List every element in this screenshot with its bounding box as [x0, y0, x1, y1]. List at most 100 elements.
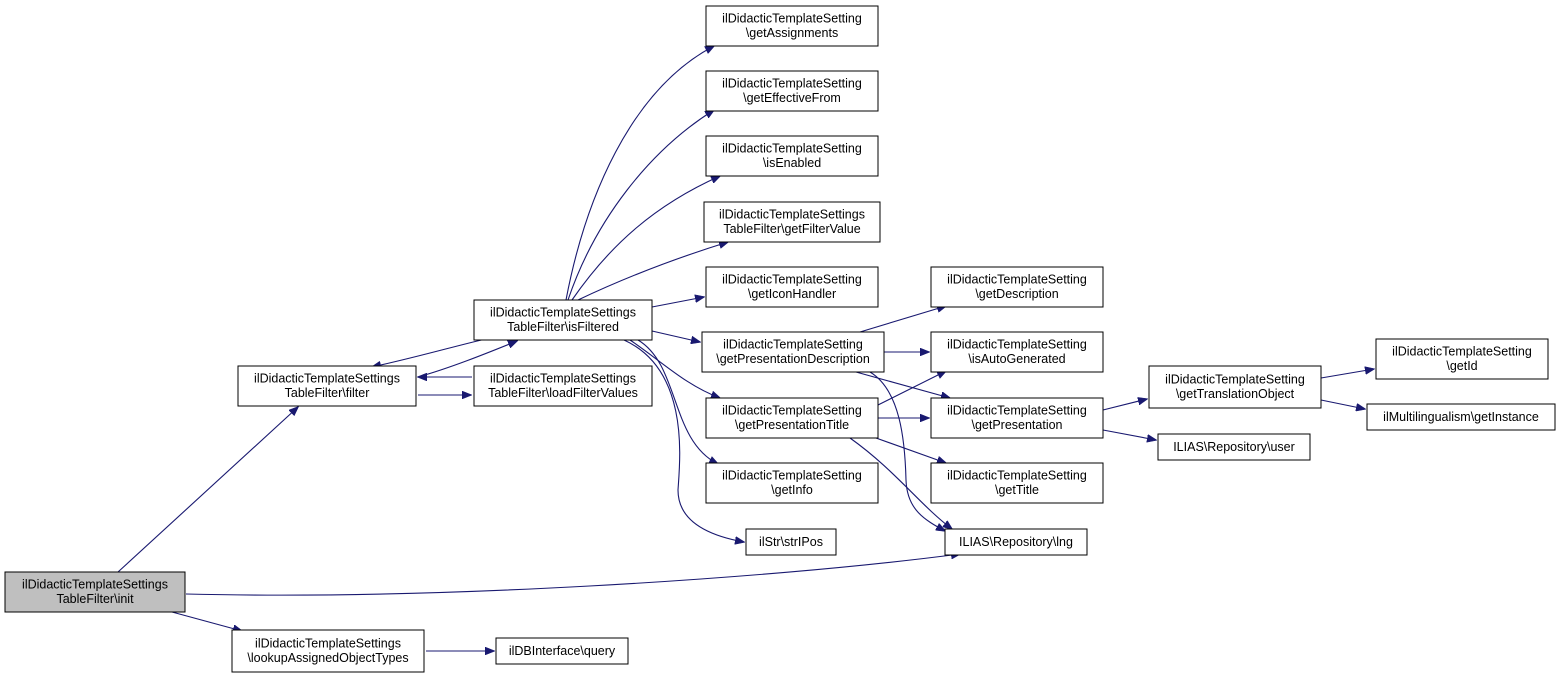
node-box [701, 331, 885, 373]
node-label: ilDidacticTemplateSetting [947, 404, 1087, 418]
node-box [930, 266, 1104, 308]
node-label: \getEffectiveFrom [743, 91, 841, 105]
node-box [237, 365, 417, 407]
node-label: ilDidacticTemplateSettings [490, 306, 636, 320]
node-getTitle[interactable]: ilDidacticTemplateSetting\getTitle [930, 462, 1104, 504]
edge-isFiltered-to-getIconHandler [651, 297, 704, 308]
node-box [1375, 338, 1549, 380]
node-label: ilDidacticTemplateSetting [722, 273, 862, 287]
edge-init-to-lookup [171, 611, 242, 631]
node-label: ilDidacticTemplateSetting [722, 469, 862, 483]
node-label: TableFilter\isFiltered [507, 320, 619, 334]
node-label: ilDidacticTemplateSettings [490, 372, 636, 386]
edge-getPresDesc-to-lng [869, 371, 945, 531]
node-getFilterValue[interactable]: ilDidacticTemplateSettingsTableFilter\ge… [703, 201, 881, 243]
node-label: ilDidacticTemplateSettings [719, 208, 865, 222]
node-layer: ilDidacticTemplateSettingsTableFilter\in… [4, 5, 1556, 673]
node-box [1148, 365, 1322, 409]
node-label: ilDidacticTemplateSetting [723, 338, 863, 352]
node-box [930, 397, 1104, 439]
edge-getTranslationObject-to-getId [1320, 369, 1374, 379]
node-getTranslationObject[interactable]: ilDidacticTemplateSetting\getTranslation… [1148, 365, 1322, 409]
edge-isFiltered-to-strIPos [623, 339, 744, 542]
node-box [944, 528, 1088, 556]
node-label: TableFilter\loadFilterValues [488, 386, 638, 400]
node-label: \getPresentation [971, 418, 1062, 432]
node-label: TableFilter\getFilterValue [723, 222, 860, 236]
node-filter[interactable]: ilDidacticTemplateSettingsTableFilter\fi… [237, 365, 417, 407]
edge-getPresDesc-to-getDescription [859, 306, 946, 333]
node-box [705, 397, 879, 439]
node-label: ilDidacticTemplateSetting [1165, 373, 1305, 387]
node-user[interactable]: ILIAS\Repository\user [1157, 433, 1311, 461]
node-label: ilDidacticTemplateSetting [722, 404, 862, 418]
node-label: ilDBInterface\query [509, 644, 616, 658]
node-box [705, 266, 879, 308]
node-label: ilDidacticTemplateSetting [1392, 345, 1532, 359]
node-strIPos[interactable]: ilStr\strIPos [745, 528, 837, 556]
node-getPresDesc[interactable]: ilDidacticTemplateSetting\getPresentatio… [701, 331, 885, 373]
edge-isFiltered-to-getEffectiveFrom [567, 110, 714, 301]
node-box [473, 299, 653, 341]
node-box [1157, 433, 1311, 461]
node-label: ILIAS\Repository\user [1173, 440, 1295, 454]
node-box [930, 462, 1104, 504]
node-label: ilDidacticTemplateSettings [254, 372, 400, 386]
edge-getTranslationObject-to-getInstance [1320, 399, 1365, 409]
node-box [473, 365, 653, 407]
node-label: \getInfo [771, 483, 813, 497]
node-getAssignments[interactable]: ilDidacticTemplateSetting\getAssignments [705, 5, 879, 47]
node-label: ilDidacticTemplateSettings [255, 637, 401, 651]
node-label: \isEnabled [763, 156, 821, 170]
node-lookup[interactable]: ilDidacticTemplateSettings\lookupAssigne… [231, 629, 425, 673]
node-label: ILIAS\Repository\lng [959, 535, 1073, 549]
node-label: \getAssignments [746, 26, 838, 40]
node-box [4, 571, 186, 613]
node-box [705, 135, 879, 177]
edge-getPresDesc-to-getPresentation [855, 371, 950, 398]
node-getIconHandler[interactable]: ilDidacticTemplateSetting\getIconHandler [705, 266, 879, 308]
node-label: ilStr\strIPos [759, 535, 823, 549]
node-getPresTitle[interactable]: ilDidacticTemplateSetting\getPresentatio… [705, 397, 879, 439]
node-getInfo[interactable]: ilDidacticTemplateSetting\getInfo [705, 462, 879, 504]
node-label: ilDidacticTemplateSetting [722, 12, 862, 26]
node-label: ilDidacticTemplateSetting [722, 142, 862, 156]
edge-isFiltered-to-getInfo [637, 339, 718, 464]
node-lng[interactable]: ILIAS\Repository\lng [944, 528, 1088, 556]
node-getInstance[interactable]: ilMultilingualism\getInstance [1366, 403, 1556, 431]
node-label: ilMultilingualism\getInstance [1383, 410, 1539, 424]
node-label: \lookupAssignedObjectTypes [247, 651, 408, 665]
node-label: \getPresentationTitle [735, 418, 849, 432]
edge-getPresTitle-to-lng [849, 437, 952, 529]
node-label: \getDescription [975, 287, 1058, 301]
node-isEnabled[interactable]: ilDidacticTemplateSetting\isEnabled [705, 135, 879, 177]
node-dbquery[interactable]: ilDBInterface\query [495, 637, 629, 665]
node-label: ilDidacticTemplateSetting [947, 469, 1087, 483]
node-box [705, 5, 879, 47]
node-isFiltered[interactable]: ilDidacticTemplateSettingsTableFilter\is… [473, 299, 653, 341]
node-label: \getId [1446, 359, 1477, 373]
node-init[interactable]: ilDidacticTemplateSettingsTableFilter\in… [4, 571, 186, 613]
node-label: ilDidacticTemplateSetting [722, 77, 862, 91]
node-box [705, 462, 879, 504]
node-label: ilDidacticTemplateSetting [947, 338, 1087, 352]
node-loadFilter[interactable]: ilDidacticTemplateSettingsTableFilter\lo… [473, 365, 653, 407]
node-label: \getIconHandler [748, 287, 836, 301]
node-isAutoGenerated[interactable]: ilDidacticTemplateSetting\isAutoGenerate… [930, 331, 1104, 373]
node-getPresentation[interactable]: ilDidacticTemplateSetting\getPresentatio… [930, 397, 1104, 439]
edge-isFiltered-to-getPresTitle [629, 339, 720, 398]
node-box [231, 629, 425, 673]
node-label: TableFilter\init [56, 592, 134, 606]
node-label: \getTranslationObject [1176, 387, 1295, 401]
node-getEffectiveFrom[interactable]: ilDidacticTemplateSetting\getEffectiveFr… [705, 70, 879, 112]
node-label: ilDidacticTemplateSetting [947, 273, 1087, 287]
edge-init-to-lng [185, 554, 960, 596]
node-box [703, 201, 881, 243]
node-box [745, 528, 837, 556]
edge-isFiltered-to-getPresDesc [651, 330, 700, 342]
node-getId[interactable]: ilDidacticTemplateSetting\getId [1375, 338, 1549, 380]
node-label: ilDidacticTemplateSettings [22, 578, 168, 592]
node-getDescription[interactable]: ilDidacticTemplateSetting\getDescription [930, 266, 1104, 308]
node-label: \getTitle [995, 483, 1039, 497]
